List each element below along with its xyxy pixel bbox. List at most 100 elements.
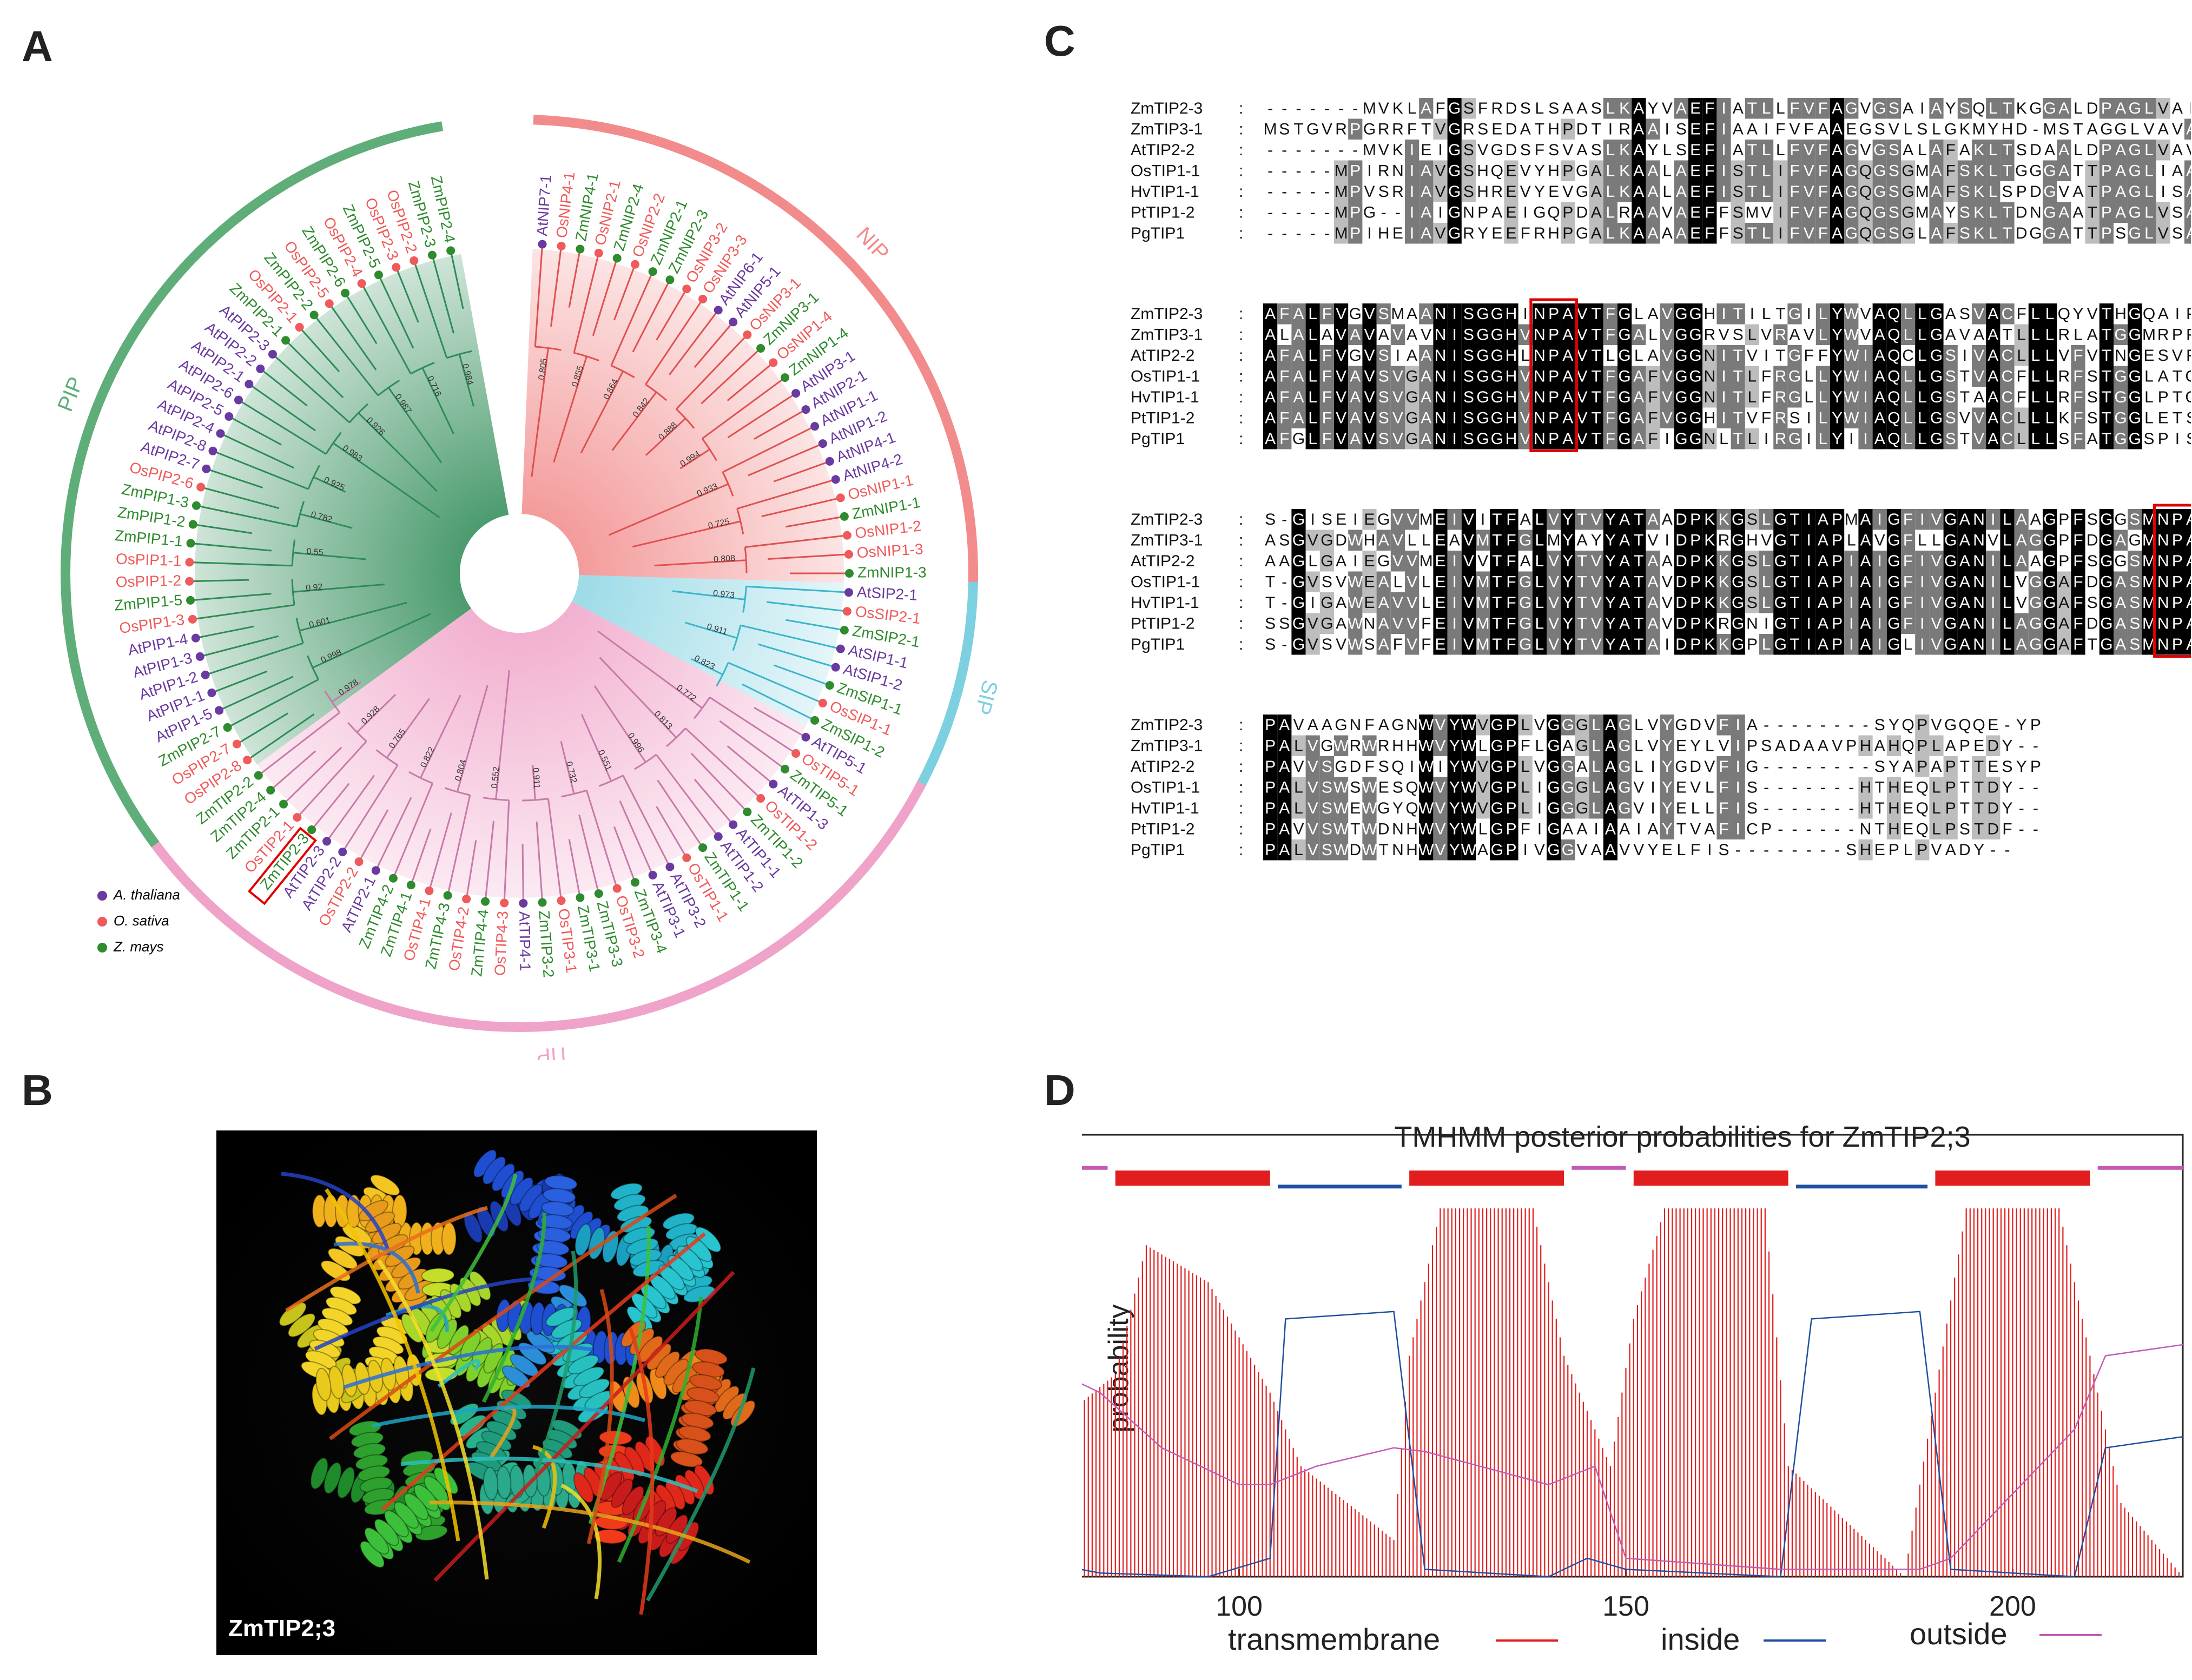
alignment-residue: L [1989,162,1998,180]
leaf-node-dot-icon [743,808,752,817]
alignment-residue: G [1732,552,1744,570]
conservation-shade [1291,324,1306,345]
tree-branch [766,601,848,612]
conservation-shade [1447,118,1462,140]
alignment-residue: F [1521,821,1530,838]
alignment-residue: W [1418,737,1434,755]
alignment-residue: V [1336,430,1346,448]
alignment-residue: A [1647,552,1658,570]
alignment-residue: P [1747,636,1758,653]
sip-group-arc [913,581,978,794]
alignment-residue: G [2043,636,2056,653]
alignment-residue: D [1349,758,1361,776]
alignment-residue: V [1308,779,1318,797]
alignment-separator: : [1239,141,1243,159]
conservation-shade [1872,223,1887,244]
alignment-residue: A [1619,636,1630,653]
alignment-residue: R [2157,326,2169,344]
conservation-shade [1348,160,1363,181]
alignment-residue: G [1547,737,1560,755]
leaf-node-dot-icon [810,716,820,725]
alignment-residue: V [1293,821,1304,838]
alignment-residue: G [1491,141,1503,159]
alignment-residue: V [1392,368,1403,386]
alignment-residue: A [1605,841,1616,859]
conservation-shade [1986,202,2000,223]
alignment-residue: P [1562,162,1573,180]
conservation-shade [1773,181,1788,202]
alignment-residue: T [1350,821,1360,838]
alignment-separator: : [1239,368,1243,386]
conservation-shade [2099,181,2114,202]
leaf-node-dot-icon [309,310,319,320]
alignment-residue: T [1592,326,1601,344]
alignment-separator: : [1239,716,1243,734]
alignment-residue: V [1662,594,1673,612]
alignment-residue: S [1463,305,1474,323]
alignment-residue: P [1548,430,1559,448]
alignment-residue: I [1721,347,1726,365]
alignment-residue: T [1577,552,1587,570]
conservation-shade [1674,202,1688,223]
conservation-shade [1787,223,1802,244]
alignment-residue: - [1267,224,1273,242]
alignment-residue: L [1904,305,1913,323]
alignment-residue: N [1349,716,1361,734]
conservation-shade [1561,223,1575,244]
alignment-residue: L [1804,388,1813,406]
conservation-shade [2156,98,2170,119]
alignment-residue: L [1308,368,1317,386]
alignment-residue: G [1547,716,1560,734]
alignment-residue: I [1920,511,1924,528]
alignment-residue: V [1463,594,1474,612]
alignment-residue: S [1477,121,1488,138]
leaf-node-dot-icon [232,739,241,749]
alignment-residue: A [2172,162,2183,180]
alignment-residue: Y [1832,388,1843,406]
alignment-residue: K [1973,204,1984,222]
alignment-residue: I [1721,409,1726,427]
tree-branch [656,754,719,837]
alignment-residue: E [1506,224,1516,242]
alignment-residue: L [1535,737,1544,755]
alignment-residue: Y [1562,594,1573,612]
alignment-residue: A [1633,162,1644,180]
alignment-residue: G [1887,573,1900,591]
alignment-residue: P [2172,511,2183,528]
alignment-seq-name: OsTIP1-1 [1131,368,1200,386]
alignment-residue: V [1662,326,1673,344]
alignment-residue: A [1378,716,1389,734]
alignment-residue: M [1916,204,1929,222]
alignment-residue: S [2087,552,2098,570]
species-legend: A. thaliana O. sativa Z. mays [97,882,180,960]
alignment-residue: P [1690,532,1701,550]
alignment-residue: G [1576,737,1588,755]
alignment-residue: G [2043,511,2056,528]
alignment-residue: P [1506,758,1516,776]
alignment-residue: F [1705,183,1714,201]
alignment-residue: L [1918,532,1927,550]
alignment-residue: R [2058,326,2070,344]
conservation-shade [2000,223,2015,244]
alignment-residue: V [1520,162,1531,180]
alignment-residue: W [1418,821,1434,838]
alignment-residue: V [1690,821,1701,838]
alignment-residue: L [1606,162,1615,180]
alignment-residue: G [2129,326,2141,344]
alignment-residue: G [2100,636,2112,653]
alignment-residue: V [1576,326,1587,344]
alignment-residue: A [2186,532,2191,550]
alignment-residue: I [1721,183,1726,201]
alignment-residue: - [1296,183,1302,201]
alignment-residue: G [1618,758,1630,776]
alignment-residue: G [2129,204,2141,222]
alignment-residue: M [1335,204,1348,222]
alignment-residue: I [1650,779,1655,797]
alignment-residue: G [1788,388,1801,406]
alignment-residue: P [2172,636,2183,653]
alignment-residue: P [2030,716,2041,734]
alignment-residue: G [1405,409,1418,427]
alignment-residue: F [1364,758,1374,776]
alignment-residue: A [1903,100,1913,117]
conservation-shade [2000,202,2015,223]
